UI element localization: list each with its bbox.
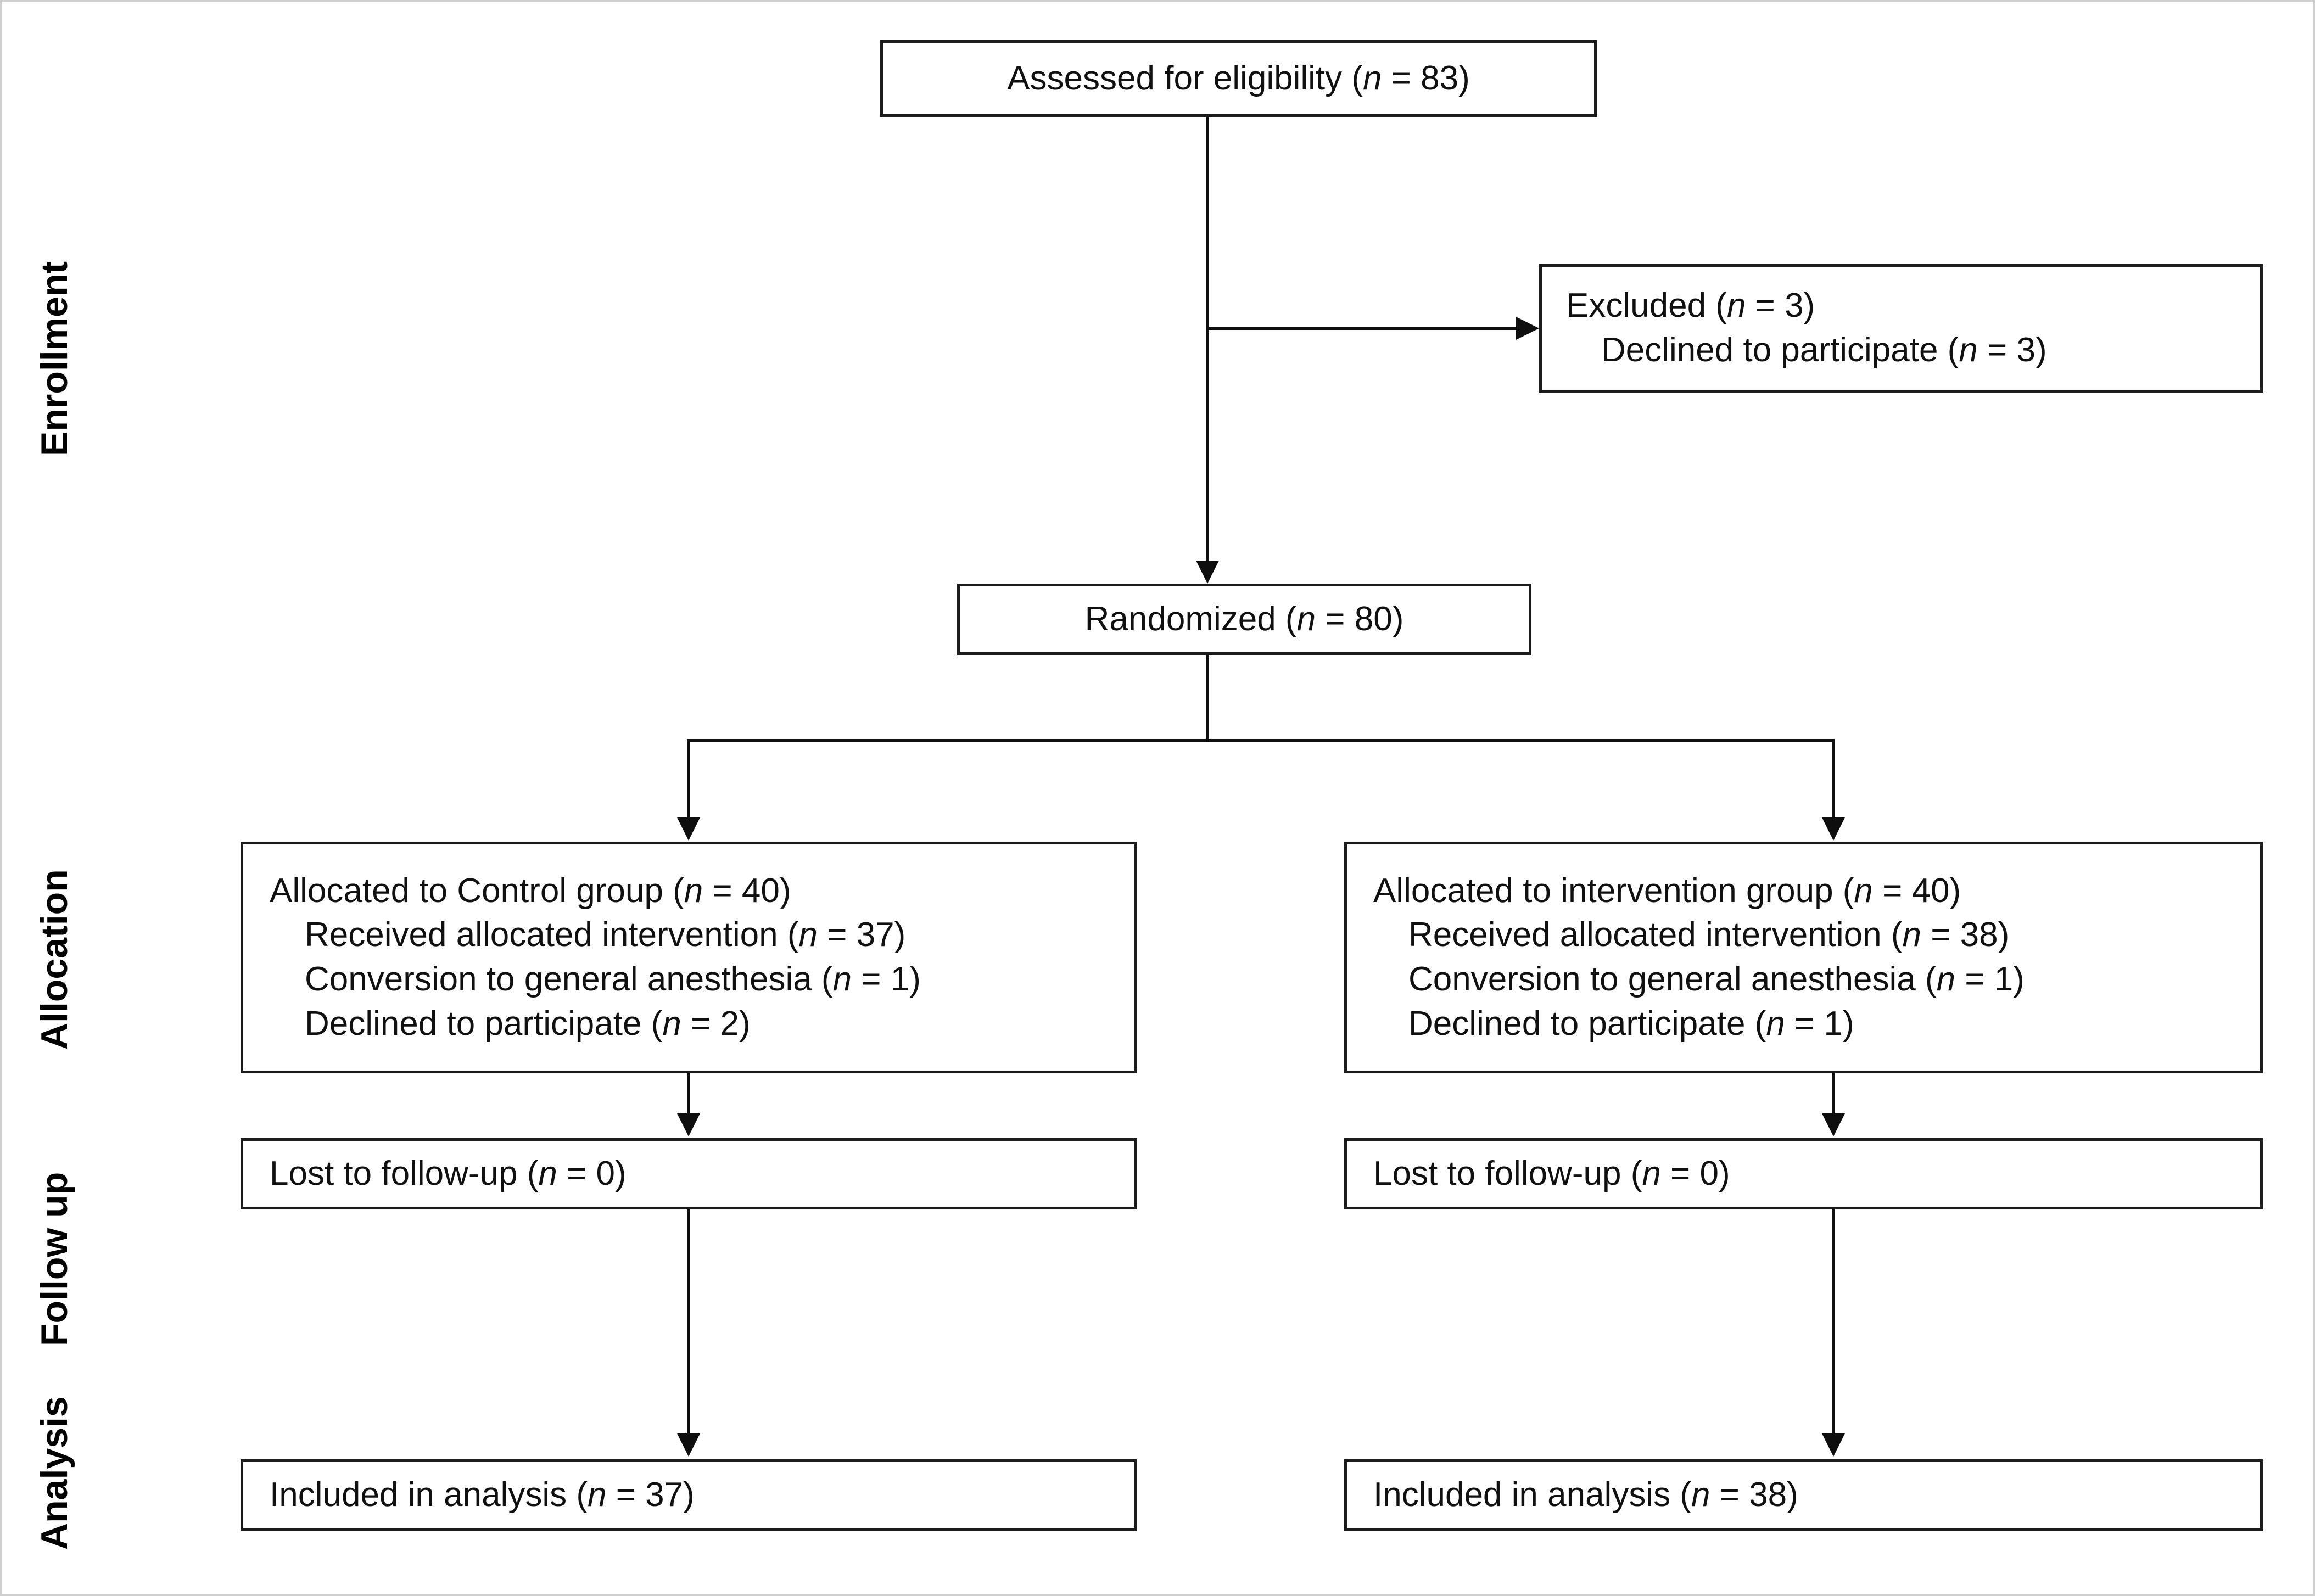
arrowhead-to-analysis-right — [1822, 1433, 1845, 1457]
connector-allocation-split-bar — [687, 739, 1835, 742]
arrowhead-to-excluded — [1516, 317, 1539, 340]
node-line: Received allocated intervention (n = 38) — [1408, 916, 2010, 954]
node-line: Declined to participate (n = 2) — [305, 1004, 751, 1043]
node-line: Assessed for eligibility (n = 83) — [1007, 59, 1470, 97]
connector-followup-to-analysis-right — [1832, 1209, 1835, 1435]
arrowhead-to-intervention-allocation — [1822, 817, 1845, 841]
node-line: Allocated to intervention group (n = 40) — [1373, 871, 1961, 910]
connector-assessed-to-randomized — [1206, 117, 1209, 562]
node-line: Included in analysis (n = 38) — [1373, 1475, 1798, 1514]
node-line: Received allocated intervention (n = 37) — [305, 916, 906, 954]
node-lost-to-followup-left: Lost to follow-up (n = 0) — [241, 1138, 1137, 1209]
node-line: Lost to follow-up (n = 0) — [1373, 1154, 1730, 1192]
node-allocated-intervention-group: Allocated to intervention group (n = 40)… — [1344, 842, 2263, 1073]
arrowhead-to-analysis-left — [677, 1433, 700, 1457]
node-lost-to-followup-right: Lost to follow-up (n = 0) — [1344, 1138, 2263, 1209]
node-randomized: Randomized (n = 80) — [957, 584, 1531, 655]
connector-split-to-control — [687, 739, 690, 819]
node-line: Excluded (n = 3) — [1566, 287, 1815, 325]
arrowhead-to-followup-left — [677, 1113, 700, 1136]
stage-label-allocation-text: Allocation — [33, 869, 75, 1050]
node-excluded: Excluded (n = 3) Declined to participate… — [1539, 264, 2263, 393]
node-line: Allocated to Control group (n = 40) — [270, 871, 791, 910]
stage-label-analysis: Analysis — [33, 1358, 75, 1588]
stage-label-enrollment: Enrollment — [33, 166, 75, 551]
stage-label-analysis-text: Analysis — [33, 1396, 75, 1550]
stage-label-enrollment-text: Enrollment — [33, 261, 75, 456]
node-allocated-control-group: Allocated to Control group (n = 40) Rece… — [241, 842, 1137, 1073]
node-included-in-analysis-left: Included in analysis (n = 37) — [241, 1459, 1137, 1531]
node-assessed-for-eligibility: Assessed for eligibility (n = 83) — [880, 40, 1597, 117]
node-line: Conversion to general anesthesia (n = 1) — [1408, 960, 2025, 998]
connector-intervention-to-followup — [1832, 1073, 1835, 1115]
arrowhead-to-control-allocation — [677, 817, 700, 841]
node-line: Declined to participate (n = 3) — [1601, 331, 2047, 369]
arrowhead-to-randomized — [1196, 561, 1219, 584]
node-included-in-analysis-right: Included in analysis (n = 38) — [1344, 1459, 2263, 1531]
arrowhead-to-followup-right — [1822, 1113, 1845, 1136]
node-line: Lost to follow-up (n = 0) — [270, 1154, 627, 1192]
node-line: Included in analysis (n = 37) — [270, 1475, 695, 1514]
connector-split-to-intervention — [1832, 739, 1835, 819]
node-line: Conversion to general anesthesia (n = 1) — [305, 960, 921, 998]
node-line: Declined to participate (n = 1) — [1408, 1004, 1854, 1043]
stage-label-followup-text: Follow up — [33, 1172, 75, 1346]
stage-label-allocation: Allocation — [33, 789, 75, 1130]
connector-randomized-down — [1206, 655, 1209, 740]
connector-control-to-followup — [687, 1073, 690, 1115]
connector-followup-to-analysis-left — [687, 1209, 690, 1435]
connector-assessed-to-excluded — [1206, 327, 1519, 330]
node-line: Randomized (n = 80) — [1084, 600, 1404, 638]
